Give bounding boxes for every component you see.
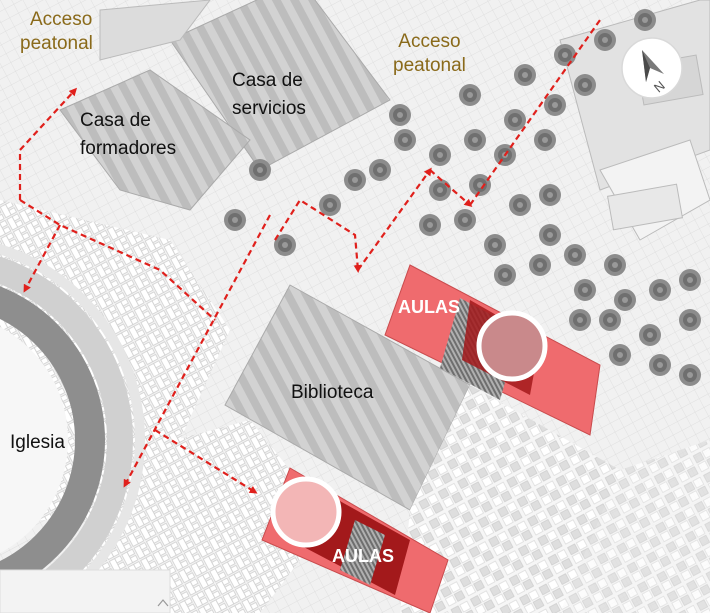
- aulas-top-building: [384, 264, 601, 436]
- aulas-bottom-marker: [270, 476, 342, 548]
- casa-formadores-building: [59, 69, 251, 211]
- access-right-label: Acceso peatonal: [393, 30, 466, 78]
- north-compass: N: [621, 37, 683, 99]
- scroll-up-icon: [157, 599, 169, 607]
- iglesia-building: [0, 244, 145, 613]
- biblioteca-label: Biblioteca: [291, 382, 374, 403]
- checker-plaza: [400, 385, 620, 613]
- casa-servicios-line1: Casa de: [232, 70, 303, 91]
- casa-formadores-label: Casa de formadores: [80, 110, 176, 160]
- access-left-line2: peatonal: [20, 33, 93, 54]
- access-right-line2: peatonal: [393, 55, 466, 76]
- casa-servicios-label: Casa de servicios: [232, 70, 306, 120]
- aulas-bottom-label: AULAS: [332, 546, 394, 566]
- route-vertical-left: [18, 87, 78, 200]
- north-left-block: [99, 0, 211, 61]
- far-east-checker: [560, 440, 710, 613]
- aulas-top-marker: [476, 310, 548, 382]
- route-to-church: [23, 224, 61, 293]
- corner-panel: [0, 569, 171, 613]
- route-north-east: [469, 19, 601, 206]
- casa-formadores-line1: Casa de: [80, 110, 151, 131]
- casa-formadores-line2: formadores: [80, 138, 177, 159]
- aulas-bottom-building: [261, 467, 449, 613]
- route-to-aulas-top: [357, 167, 432, 271]
- route-east: [429, 169, 473, 207]
- route-main-diagonal: [123, 214, 271, 488]
- iglesia-label: Iglesia: [10, 432, 65, 453]
- casa-servicios-line2: servicios: [232, 98, 306, 119]
- access-left-line1: Acceso: [30, 9, 93, 30]
- route-casa-servicios: [274, 198, 362, 273]
- aulas-top-label: AULAS: [398, 297, 460, 317]
- route-north-left: [19, 199, 216, 321]
- access-left-label: Acceso peatonal: [20, 8, 93, 56]
- pedestrian-routes: [18, 19, 601, 494]
- access-right-line1: Acceso: [398, 31, 461, 52]
